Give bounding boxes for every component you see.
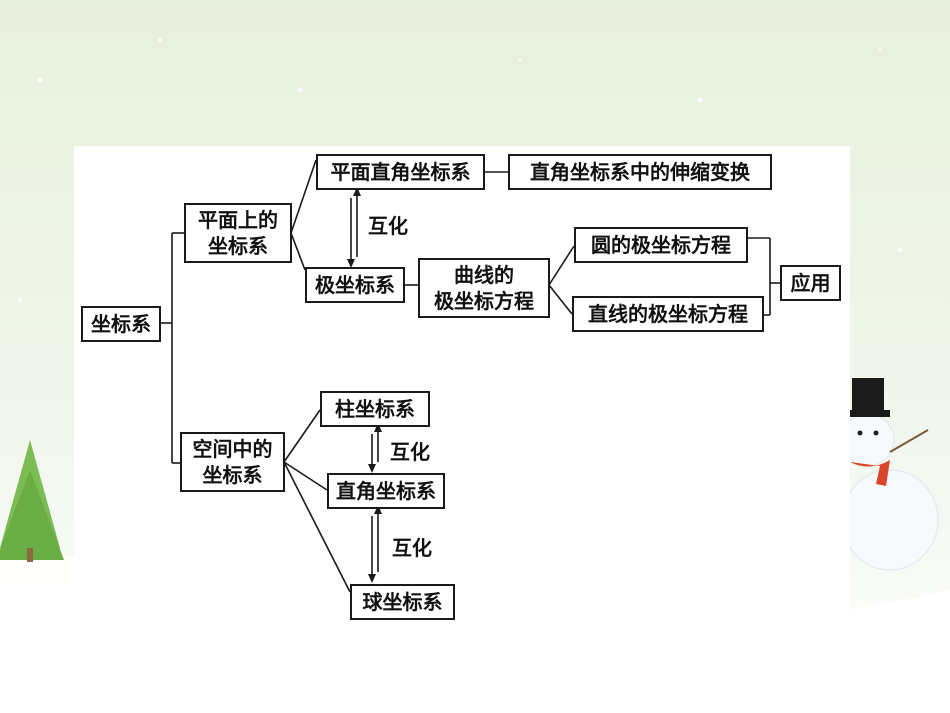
label-convert-cylindrical: 互化 [390, 440, 430, 464]
node-application: 应用 [780, 265, 841, 301]
node-cylindrical-system: 柱坐标系 [320, 391, 430, 427]
snowman-icon [841, 378, 939, 571]
node-curve-line2: 极坐标方程 [434, 289, 534, 313]
node-spherical-system: 球坐标系 [350, 584, 455, 620]
node-plane-rectangular-system: 平面直角坐标系 [316, 154, 485, 190]
label-convert-plane: 互化 [368, 214, 408, 238]
node-line-polar-equation: 直线的极坐标方程 [572, 296, 764, 332]
label-convert-spherical: 互化 [392, 536, 432, 560]
node-plane-coordinate-system: 平面上的 坐标系 [184, 203, 292, 263]
node-plane-line1: 平面上的 [198, 208, 278, 232]
node-coordinate-system: 坐标系 [81, 306, 161, 342]
tree-icon [0, 440, 64, 562]
node-curve-polar-equation: 曲线的 极坐标方程 [418, 258, 550, 318]
node-space-line1: 空间中的 [192, 437, 273, 461]
node-space-rectangular-system: 直角坐标系 [327, 473, 445, 509]
node-scaling-transform: 直角坐标系中的伸缩变换 [508, 154, 772, 190]
node-circle-polar-equation: 圆的极坐标方程 [574, 227, 748, 263]
node-space-coordinate-system: 空间中的 坐标系 [180, 432, 285, 492]
node-polar-system: 极坐标系 [305, 267, 405, 303]
node-curve-line1: 曲线的 [454, 263, 514, 287]
node-plane-line2: 坐标系 [208, 234, 268, 258]
node-space-line2: 坐标系 [202, 463, 263, 487]
